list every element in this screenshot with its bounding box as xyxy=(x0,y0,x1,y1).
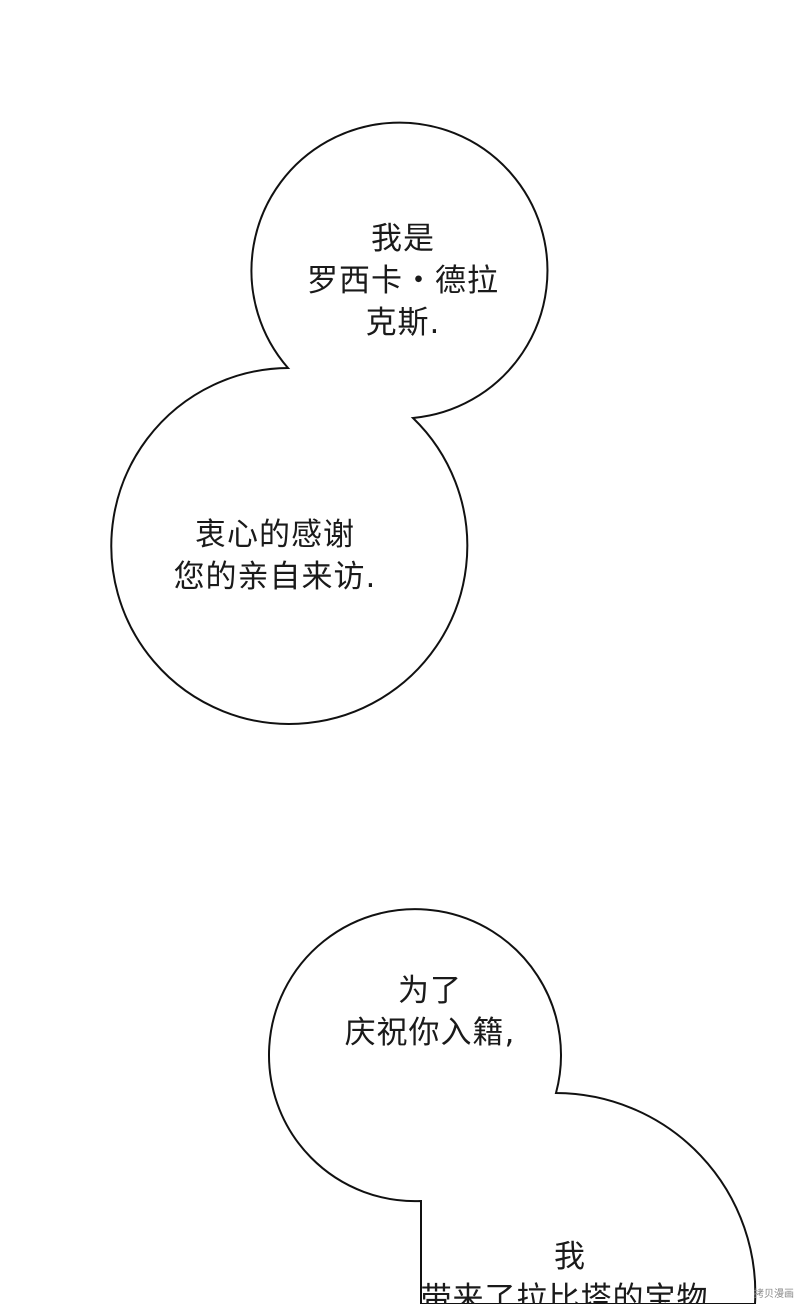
text-line: 庆祝你入籍, xyxy=(344,1015,516,1051)
bubble-text-bottom-large: 我 带来了拉比塔的宝物. xyxy=(390,1236,750,1304)
speech-bubble-top xyxy=(110,121,549,725)
text-line: 我 xyxy=(554,1239,586,1275)
text-line: 衷心的感谢 xyxy=(195,517,355,553)
text-line: 您的亲自来访. xyxy=(173,559,377,595)
bubble-text-top-small: 我是 罗西卡・德拉 克斯. xyxy=(278,218,528,344)
text-line: 带来了拉比塔的宝物. xyxy=(420,1281,720,1304)
text-line: 罗西卡・德拉 xyxy=(307,263,499,299)
bubble-text-top-large: 衷心的感谢 您的亲自来访. xyxy=(140,514,410,598)
text-line: 我是 xyxy=(371,221,435,257)
bubble-text-bottom-small: 为了 庆祝你入籍, xyxy=(305,970,555,1054)
text-line: 为了 xyxy=(398,973,462,1009)
speech-bubble-bottom xyxy=(268,908,757,1304)
text-line: 克斯. xyxy=(365,305,441,341)
watermark: 拷贝漫画 xyxy=(754,1289,794,1300)
